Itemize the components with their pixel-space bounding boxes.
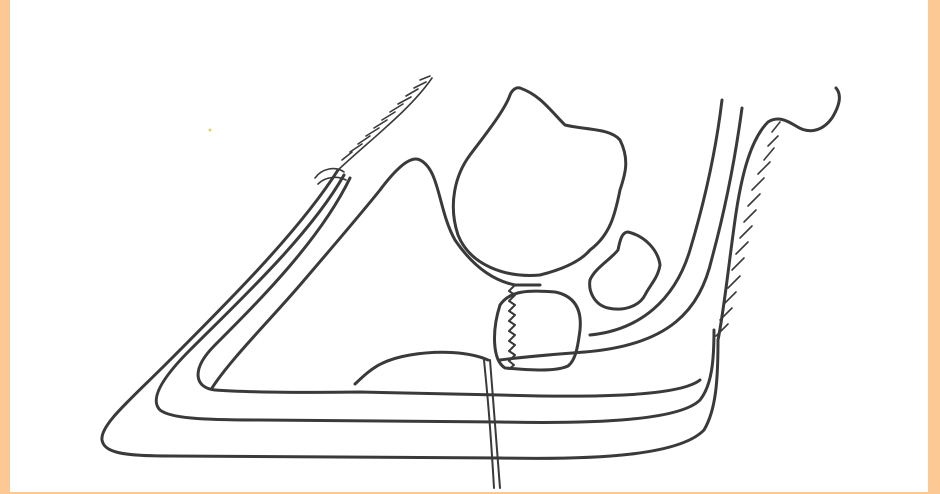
heel-hair-back [716, 122, 780, 336]
speck [209, 129, 212, 132]
pointer-line-2 [490, 360, 500, 488]
pastern-bone [453, 88, 625, 276]
hoof-wall-middle [156, 175, 714, 422]
coronet-hair-front [315, 76, 432, 184]
hoof-wall-inner [198, 178, 700, 396]
coffin-bone [212, 159, 540, 388]
flexor-tendon-outer [590, 100, 722, 335]
navicular-bone [590, 232, 660, 309]
heel-bulb [718, 88, 839, 340]
hoof-wall-outer [102, 170, 718, 458]
